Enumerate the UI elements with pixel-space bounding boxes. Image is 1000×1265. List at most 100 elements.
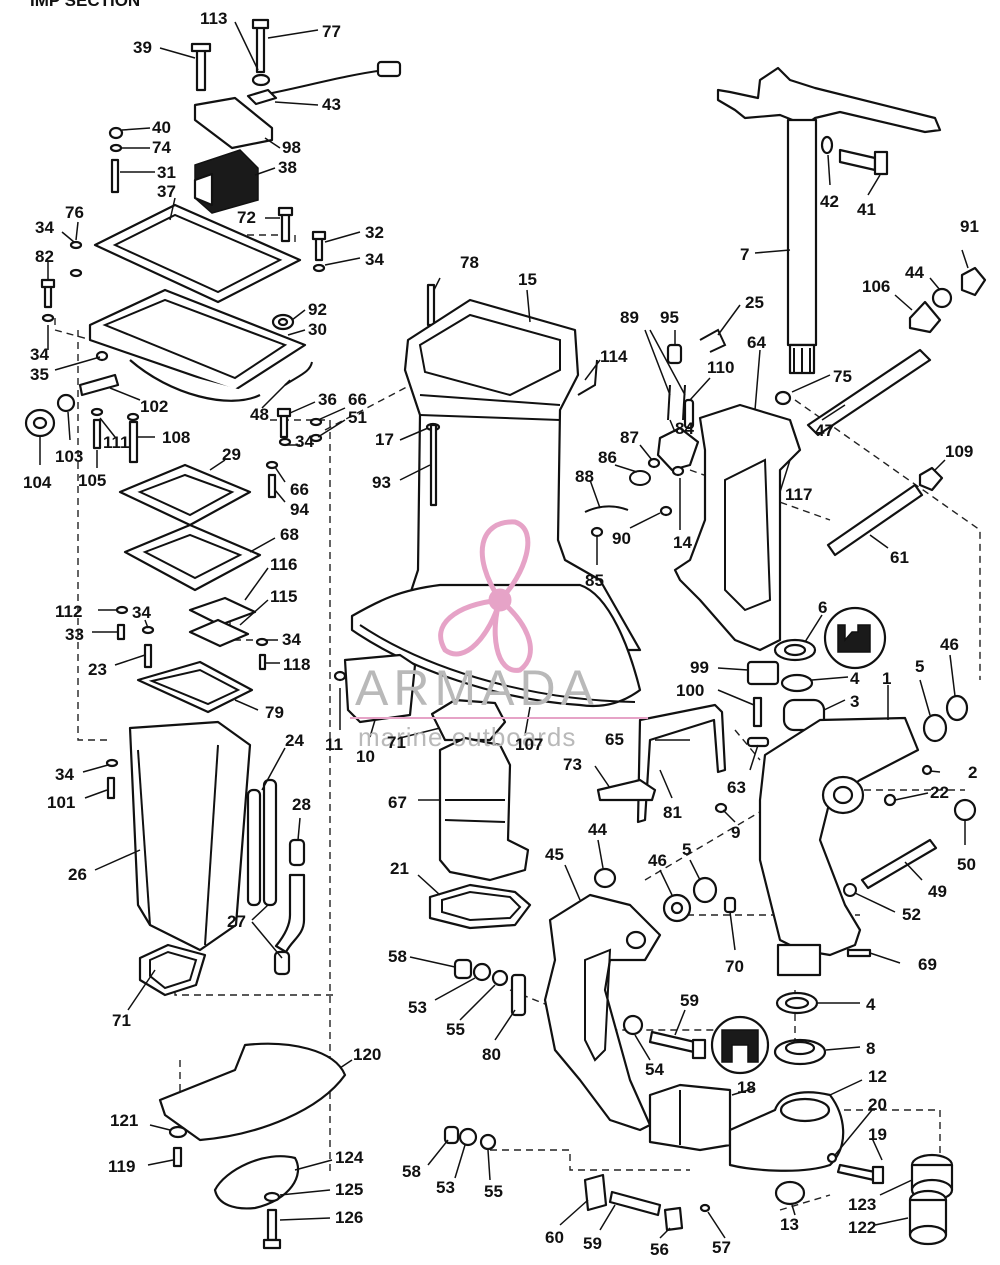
part-label-57: 57 xyxy=(712,1238,731,1257)
part-label-82: 82 xyxy=(35,247,54,266)
part-label-87: 87 xyxy=(620,428,639,447)
part-label-50: 50 xyxy=(957,855,976,874)
part-label-76: 76 xyxy=(65,203,84,222)
part-label-114: 114 xyxy=(600,347,628,366)
anti-ventilation-plate-group xyxy=(158,1042,347,1250)
part-label-60: 60 xyxy=(545,1228,564,1247)
part-label-19: 19 xyxy=(868,1125,887,1144)
part-label-88: 88 xyxy=(575,467,594,486)
part-label-59: 59 xyxy=(680,991,699,1010)
part-label-120: 120 xyxy=(353,1045,381,1064)
part-label-31: 31 xyxy=(157,163,176,182)
header-fragment: IMP SECTION xyxy=(30,0,140,10)
part-label-115: 115 xyxy=(270,587,297,606)
part-label-121: 121 xyxy=(110,1111,138,1130)
part-label-101: 101 xyxy=(47,793,75,812)
part-label-35: 35 xyxy=(30,365,49,384)
part-label-125: 125 xyxy=(335,1180,363,1199)
part-label-58: 58 xyxy=(388,947,407,966)
part-label-29: 29 xyxy=(222,445,241,464)
part-label-77: 77 xyxy=(322,22,341,41)
part-label-66: 66 xyxy=(290,480,309,499)
part-label-72: 72 xyxy=(237,208,256,227)
part-label-79: 79 xyxy=(265,703,284,722)
part-label-70: 70 xyxy=(725,957,744,976)
part-label-18: 18 xyxy=(737,1078,756,1097)
part-label-71: 71 xyxy=(387,733,406,752)
part-label-37: 37 xyxy=(157,182,176,201)
part-label-28: 28 xyxy=(292,795,311,814)
part-label-54: 54 xyxy=(645,1060,664,1079)
part-label-33: 33 xyxy=(65,625,84,644)
part-label-3: 3 xyxy=(850,692,859,711)
part-label-68: 68 xyxy=(280,525,299,544)
part-label-67: 67 xyxy=(388,793,407,812)
part-label-94: 94 xyxy=(290,500,309,519)
part-label-107: 107 xyxy=(515,735,543,754)
exhaust-cover-group xyxy=(24,203,327,464)
part-label-65: 65 xyxy=(605,730,624,749)
part-label-41: 41 xyxy=(857,200,876,219)
bearing-group xyxy=(710,991,954,1246)
part-label-99: 99 xyxy=(690,658,709,677)
part-label-32: 32 xyxy=(365,223,384,242)
part-label-55: 55 xyxy=(446,1020,465,1039)
part-label-73: 73 xyxy=(563,755,582,774)
part-label-91: 91 xyxy=(960,217,979,236)
part-label-124: 124 xyxy=(335,1148,364,1167)
part-label-34: 34 xyxy=(55,765,74,784)
part-label-56: 56 xyxy=(650,1240,669,1259)
part-label-110: 110 xyxy=(707,358,734,377)
part-label-46: 46 xyxy=(940,635,959,654)
part-label-8: 8 xyxy=(866,1039,875,1058)
part-label-58: 58 xyxy=(402,1162,421,1181)
part-label-90: 90 xyxy=(612,529,631,548)
part-label-108: 108 xyxy=(162,428,190,447)
part-label-63: 63 xyxy=(727,778,746,797)
part-label-34: 34 xyxy=(282,630,301,649)
propeller-icon xyxy=(438,519,533,673)
part-label-1: 1 xyxy=(882,669,891,688)
part-label-47: 47 xyxy=(815,421,834,440)
part-label-20: 20 xyxy=(868,1095,887,1114)
part-label-75: 75 xyxy=(833,367,852,386)
part-label-95: 95 xyxy=(660,308,679,327)
part-label-117: 117 xyxy=(785,485,812,504)
part-label-66: 66 xyxy=(348,390,367,409)
part-label-116: 116 xyxy=(270,555,297,574)
part-label-22: 22 xyxy=(930,783,949,802)
part-label-84: 84 xyxy=(675,419,694,438)
part-label-44: 44 xyxy=(905,263,924,282)
part-labels: 113 77 39 43 40 74 98 31 38 37 72 34 76 … xyxy=(23,9,979,1259)
part-label-49: 49 xyxy=(928,882,947,901)
part-label-53: 53 xyxy=(408,998,427,1017)
part-label-55: 55 xyxy=(484,1182,503,1201)
part-label-122: 122 xyxy=(848,1218,876,1237)
part-label-86: 86 xyxy=(598,448,617,467)
part-label-113: 113 xyxy=(200,9,227,28)
part-label-21: 21 xyxy=(390,859,409,878)
part-label-48: 48 xyxy=(250,405,269,424)
part-label-104: 104 xyxy=(23,473,52,492)
watermark: ARMADA marine outboards xyxy=(350,519,648,752)
part-label-106: 106 xyxy=(862,277,890,296)
part-label-51: 51 xyxy=(348,408,367,427)
part-label-2: 2 xyxy=(968,763,977,782)
part-label-80: 80 xyxy=(482,1045,501,1064)
part-label-61: 61 xyxy=(890,548,909,567)
watermark-tagline: marine outboards xyxy=(358,722,576,752)
part-label-13: 13 xyxy=(780,1215,799,1234)
part-label-11: 11 xyxy=(325,735,343,754)
part-label-23: 23 xyxy=(88,660,107,679)
part-label-34: 34 xyxy=(30,345,49,364)
part-label-34: 34 xyxy=(365,250,384,269)
part-label-119: 119 xyxy=(108,1157,135,1176)
stern-bracket-group xyxy=(443,867,732,1232)
part-label-42: 42 xyxy=(820,192,839,211)
part-label-102: 102 xyxy=(140,397,168,416)
part-label-118: 118 xyxy=(283,655,310,674)
part-label-34: 34 xyxy=(295,432,314,451)
part-label-85: 85 xyxy=(585,571,604,590)
part-label-111: 111 xyxy=(103,433,130,452)
